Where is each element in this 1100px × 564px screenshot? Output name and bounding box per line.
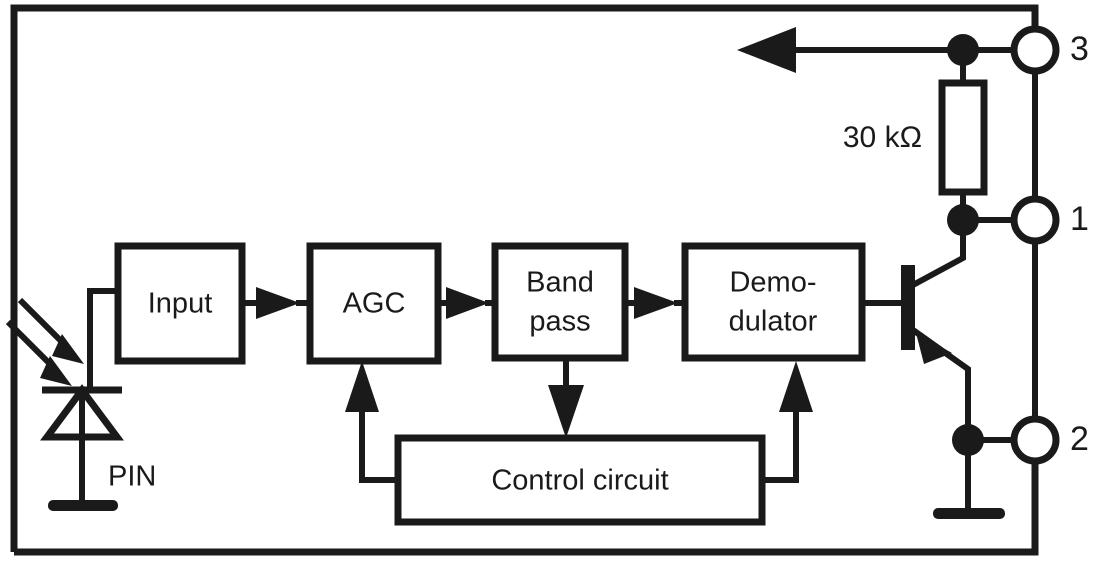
arrow-bandpass-to-control: [548, 358, 584, 438]
pin-terminal-1: 1: [1010, 195, 1089, 245]
pin-3-number: 3: [1070, 30, 1089, 68]
arrow-input-to-agc: [242, 287, 310, 319]
block-control-circuit-label: Control circuit: [491, 465, 668, 497]
block-input: Input: [114, 242, 246, 365]
emitter-ground-symbol: [933, 508, 1005, 519]
block-bandpass: Band pass: [491, 242, 629, 362]
pin-2-number: 2: [1070, 420, 1089, 458]
arrow-control-to-agc: [345, 361, 398, 483]
resistor-30k: 30 kΩ: [843, 50, 988, 220]
block-demodulator-label-line1: Demo-: [729, 267, 816, 299]
junction-dot-pin3: [947, 34, 979, 66]
block-agc-label: AGC: [343, 288, 406, 320]
junction-dots: [947, 34, 984, 456]
junction-dot-pin2: [952, 424, 984, 456]
supply-rail-arrow: [737, 27, 963, 73]
ground-symbol: [48, 500, 118, 511]
arrow-control-to-demodulator: [762, 361, 813, 483]
block-demodulator: Demo- dulator: [681, 242, 866, 362]
transistor-base-bar: [901, 265, 915, 350]
resistor-value-label: 30 kΩ: [843, 121, 922, 154]
photodiode-label: PIN: [108, 461, 156, 493]
block-bandpass-label-line2: pass: [529, 306, 590, 338]
pin-1-number: 1: [1070, 200, 1089, 238]
pin-nets: [963, 8, 1038, 552]
npn-transistor: [862, 220, 1005, 519]
pin-terminal-2: 2: [1010, 415, 1089, 465]
incident-light-icon: [5, 297, 84, 386]
block-input-label: Input: [148, 288, 213, 320]
supply-arrow-icon: [737, 27, 796, 73]
junction-dot-pin1: [947, 204, 979, 236]
block-demodulator-label-line2: dulator: [729, 306, 818, 338]
arrow-agc-to-bandpass: [438, 287, 495, 319]
pin-photodiode: PIN: [5, 288, 156, 511]
block-agc: AGC: [306, 242, 442, 365]
block-bandpass-label-line1: Band: [526, 267, 594, 299]
block-control-circuit: Control circuit: [394, 434, 766, 526]
transistor-emitter-arrow: [916, 333, 952, 364]
pin-terminal-3: 3: [1010, 25, 1089, 75]
arrow-bandpass-to-demodulator: [625, 287, 685, 319]
